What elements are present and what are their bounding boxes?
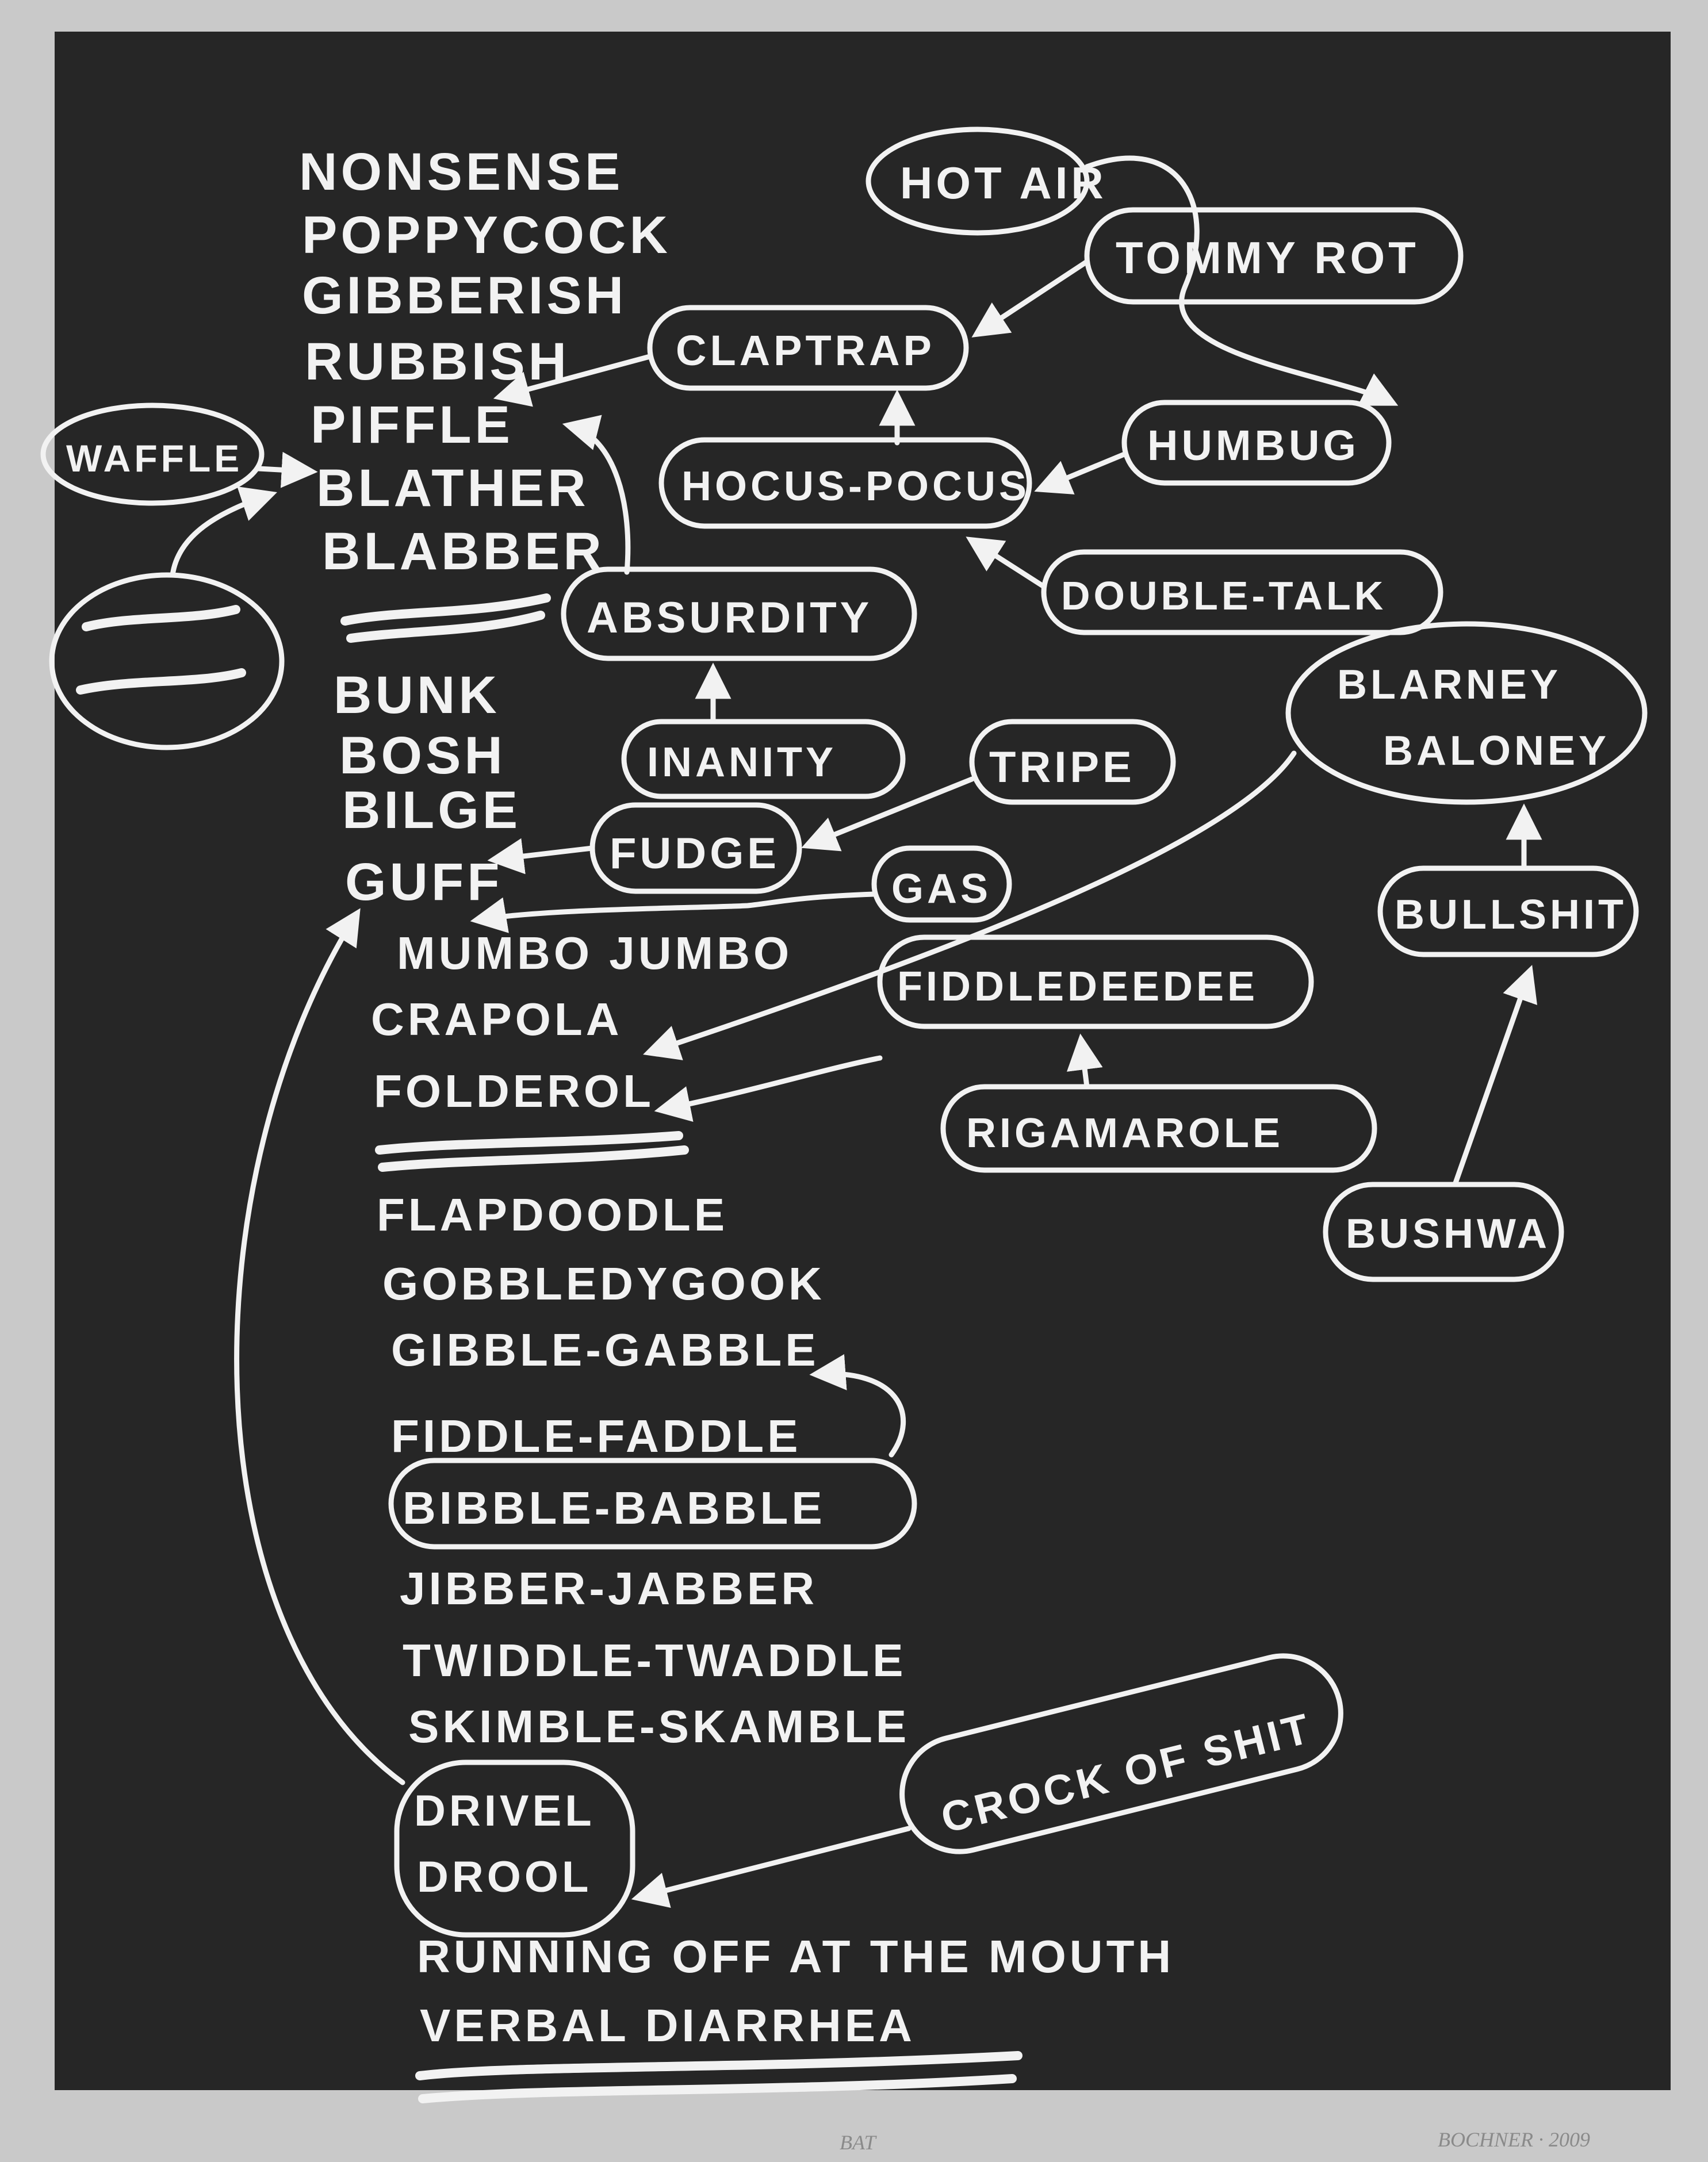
bubble-hocus-pocus: HOCUS-POCUS: [658, 437, 1032, 529]
word-jibber-jabber: JIBBER-JABBER: [400, 1563, 818, 1614]
margin-signature: BOCHNER · 2009: [1438, 2128, 1590, 2151]
scribbled-out-word: [340, 593, 551, 643]
word-poppycock: POPPYCOCK: [302, 206, 671, 264]
bubble-label: DRIVEL: [414, 1787, 595, 1835]
arrow-waffle-to-piffle: [256, 451, 318, 488]
arrow-tripe-to-fudge: [801, 776, 975, 852]
bubble-hot-air: HOT AIR: [866, 126, 1107, 236]
word-mumbo-jumbo: MUMBO JUMBO: [397, 927, 792, 979]
bubble-label: DOUBLE-TALK: [1061, 573, 1387, 618]
arrow-drivel-to-guff: [234, 908, 405, 1785]
bubble-label: BALONEY: [1383, 728, 1610, 774]
bubble-rigamarole: RIGAMAROLE: [940, 1084, 1377, 1173]
word-fiddle-faddle: FIDDLE-FADDLE: [391, 1410, 802, 1462]
word-flapdoodle: FLAPDOODLE: [377, 1189, 728, 1240]
bubble-tripe: TRIPE: [969, 719, 1176, 805]
word-bilge: BILGE: [342, 781, 521, 839]
word-skimble-skamble: SKIMBLE-SKAMBLE: [408, 1701, 910, 1752]
bubble-label: BLARNEY: [1337, 662, 1561, 708]
scribbled-out-line: [415, 2051, 1022, 2103]
word-nonsense: NONSENSE: [299, 143, 623, 201]
bubble-humbug: HUMBUG: [1121, 400, 1392, 486]
bubble-double-talk: DOUBLE-TALK: [1041, 549, 1443, 635]
bubble-label: BULLSHIT: [1395, 892, 1627, 938]
bubble-bibble-babble-outline: [388, 1458, 917, 1550]
bubble-label: HOT AIR: [900, 158, 1107, 208]
arrow-scribbled-to-piffle: [170, 486, 277, 578]
word-folderol: FOLDEROL: [374, 1065, 654, 1117]
scribbled-out-bubble: [76, 605, 246, 695]
word-gibberish: GIBBERISH: [302, 266, 627, 325]
bubble-fiddledeedee: FIDDLEDEEDEE: [877, 934, 1314, 1029]
bubble-inanity: INANITY: [621, 719, 906, 799]
word-gobbledygook: GOBBLEDYGOOK: [382, 1258, 825, 1309]
arrow-double-talk-to-hocus-pocus: [966, 536, 1047, 589]
bubble-tommy-rot: TOMMY ROT: [1084, 207, 1464, 305]
word-twiddle-twaddle: TWIDDLE-TWADDLE: [403, 1635, 907, 1686]
word-bosh: BOSH: [339, 726, 506, 785]
arrow-crock-of-shit-to-drool: [631, 1826, 912, 1908]
bubble-label: GAS: [891, 866, 991, 912]
bubble-scribbled: [49, 572, 285, 750]
bubble-label: ABSURDITY: [587, 593, 872, 642]
bubble-label: BUSHWA: [1346, 1211, 1550, 1257]
arrow-gas-to-guff: [470, 891, 877, 933]
word-crapola: CRAPOLA: [371, 994, 623, 1045]
arrow-tommy-rot-to-claptrap: [971, 259, 1090, 338]
word-bunk: BUNK: [334, 666, 500, 724]
bubble-gas: GAS: [871, 845, 1012, 923]
arrow-bushwa-to-bullshit: [1452, 965, 1538, 1187]
word-rubbish: RUBBISH: [305, 332, 570, 391]
scribbled-out-word: [375, 1131, 689, 1172]
word-blabber: BLABBER: [322, 522, 605, 581]
bubble-label: HOCUS-POCUS: [681, 463, 1030, 509]
bubble-label: DROOL: [417, 1853, 592, 1902]
bubble-label: FUDGE: [610, 829, 780, 878]
bubble-label: RIGAMAROLE: [966, 1110, 1284, 1156]
arrow-fiddledeedee-to-folderol: [654, 1055, 883, 1122]
arrow-hot-air-to-humbug: [1084, 155, 1399, 406]
bubble-label: CLAPTRAP: [676, 327, 935, 374]
bubble-blarney-baloney: BLARNEY BALONEY: [1285, 621, 1648, 805]
arrow-blarney-to-crapola: [643, 750, 1297, 1060]
connectors: [170, 155, 1542, 1908]
bubble-label: INANITY: [647, 739, 837, 785]
arrow-rigamarole-to-fiddledeedee: [1066, 1033, 1103, 1090]
word-piffle: PIFFLE: [311, 396, 514, 454]
bubble-label: TRIPE: [989, 743, 1135, 792]
word-running-off-at-the-mouth: RUNNING OFF AT THE MOUTH: [417, 1931, 1174, 1982]
margin-title: BAT: [840, 2131, 876, 2154]
bubble-crock-of-shit: CROCK OF SHIT: [899, 1653, 1343, 1854]
arrow-fudge-to-guff: [487, 838, 595, 875]
arrow-claptrap-to-rubbish: [493, 354, 653, 407]
bubble-bullshit: BULLSHIT: [1377, 865, 1639, 957]
arrow-absurdity-to-piffle: [562, 415, 631, 575]
bubble-claptrap: CLAPTRAP: [647, 305, 969, 391]
bubble-label: HUMBUG: [1147, 421, 1359, 469]
bubble-label: FIDDLEDEEDEE: [897, 964, 1258, 1010]
bubble-label: TOMMY ROT: [1116, 232, 1419, 283]
bubble-bushwa: BUSHWA: [1323, 1182, 1564, 1282]
word-guff: GUFF: [345, 853, 503, 911]
word-blather: BLATHER: [316, 459, 589, 518]
arrow-bibble-babble-to-gibble-gabble: [809, 1354, 906, 1458]
word-bibble-babble: BIBBLE-BABBLE: [403, 1482, 826, 1534]
bubble-label: WAFFLE: [66, 437, 243, 480]
word-verbal-diarrhea: VERBAL DIARRHEA: [420, 2000, 916, 2051]
bubble-fudge: FUDGE: [589, 802, 802, 894]
bubble-absurdity: ABSURDITY: [561, 566, 917, 661]
bubble-drivel-drool: DRIVEL DROOL: [394, 1759, 635, 1938]
word-gibble-gabble: GIBBLE-GABBLE: [391, 1324, 819, 1375]
arrow-humbug-to-hocus-pocus: [1034, 451, 1127, 494]
bubble-waffle: WAFFLE: [40, 402, 265, 506]
